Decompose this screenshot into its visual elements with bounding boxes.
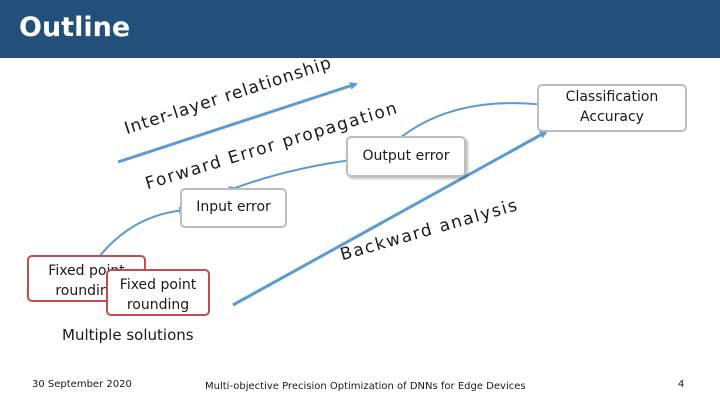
forward-propagation-arrow: [117, 82, 358, 164]
rounding-to-input-curve: [88, 206, 187, 270]
classification-accuracy-box: Classification Accuracy: [537, 84, 687, 132]
footer-date: 30 September 2020: [32, 379, 132, 390]
backward-analysis-arrow: [232, 130, 548, 307]
multiple-solutions-label: Multiple solutions: [62, 326, 194, 344]
slide-title: Outline: [19, 12, 131, 43]
output-to-accuracy-curve: [392, 100, 547, 145]
output-error-box: Output error: [346, 136, 466, 177]
input-to-output-curve: [227, 156, 354, 194]
footer-presentation-title: Multi-objective Precision Optimization o…: [205, 381, 526, 392]
page-number: 4: [678, 379, 685, 390]
input-error-box: Input error: [180, 188, 287, 228]
title-bar: Outline: [0, 0, 720, 58]
fixed-point-rounding-box-front: Fixed point rounding: [106, 269, 210, 316]
